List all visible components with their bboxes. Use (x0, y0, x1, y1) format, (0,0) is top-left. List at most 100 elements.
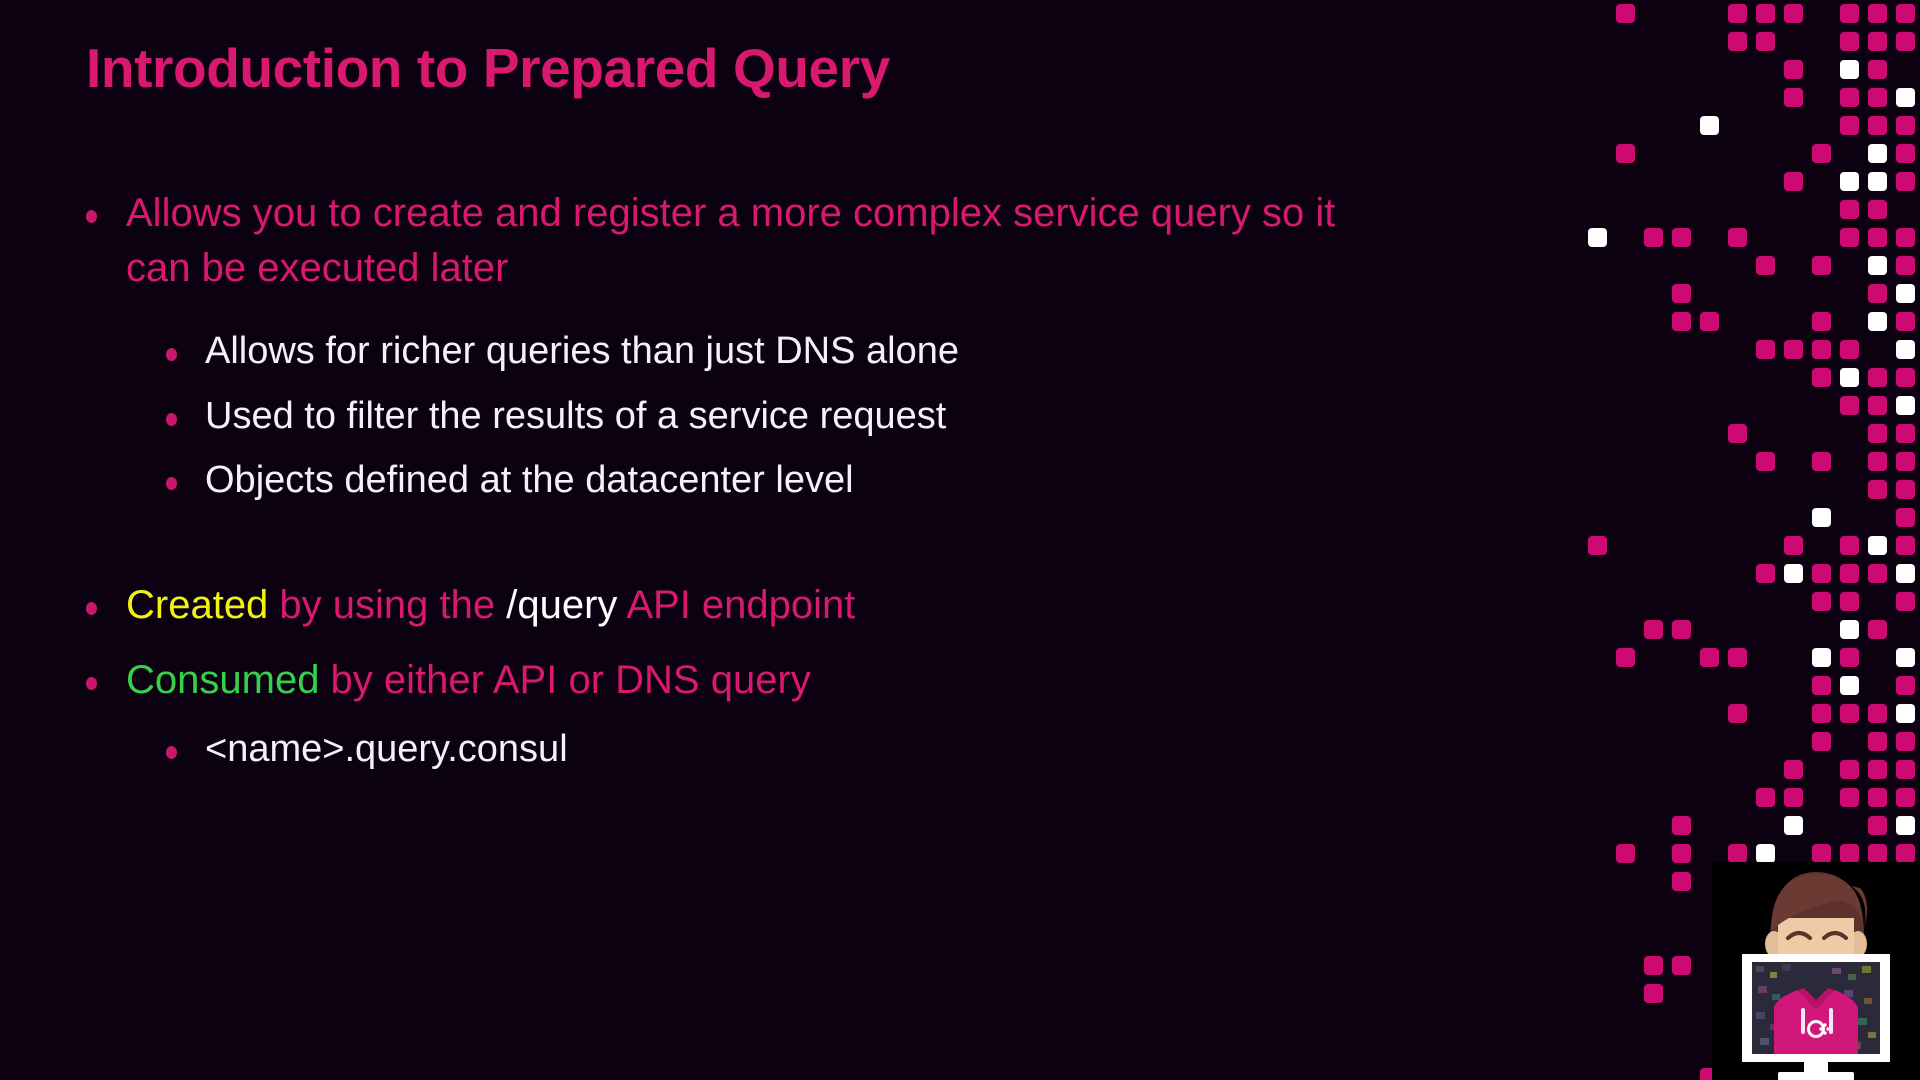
decoration-pixel (1756, 452, 1775, 471)
decoration-pixel (1840, 788, 1859, 807)
decoration-pixel (1868, 312, 1887, 331)
decoration-pixel (1840, 228, 1859, 247)
decoration-pixel (1868, 760, 1887, 779)
decoration-pixel (1784, 88, 1803, 107)
decoration-pixel (1700, 116, 1719, 135)
slide-title: Introduction to Prepared Query (86, 37, 890, 99)
decoration-pixel (1868, 480, 1887, 499)
decoration-pixel (1868, 172, 1887, 191)
decoration-pixel (1812, 676, 1831, 695)
decoration-pixel (1896, 312, 1915, 331)
bullet-marker-icon (166, 348, 177, 362)
decoration-pixel (1840, 88, 1859, 107)
sub-bullet-item: <name>.query.consul (166, 724, 1466, 775)
decoration-pixel (1840, 844, 1859, 863)
decoration-pixel (1840, 592, 1859, 611)
bullet-line: can be executed later (126, 246, 509, 291)
decoration-pixel (1672, 312, 1691, 331)
bullet-run-by: by using the (268, 582, 507, 627)
decoration-pixel (1812, 256, 1831, 275)
decoration-pixel (1896, 368, 1915, 387)
decoration-pixel (1896, 592, 1915, 611)
bullet-marker-icon (166, 746, 177, 760)
decoration-pixel (1840, 676, 1859, 695)
decoration-pixel (1896, 536, 1915, 555)
decoration-pixel (1700, 312, 1719, 331)
decoration-pixel (1896, 424, 1915, 443)
decoration-pixel (1868, 116, 1887, 135)
sub-bullet-text: Used to filter the results of a service … (205, 394, 947, 437)
spacer (86, 520, 1466, 578)
bullet-marker-icon (166, 412, 177, 426)
decoration-pixel (1672, 844, 1691, 863)
decoration-pixel (1728, 704, 1747, 723)
sub-bullet-text: <name>.query.consul (205, 728, 568, 771)
bullet-line: Allows you to create and register a more… (126, 191, 1336, 235)
bullet-run-created: Created (126, 582, 269, 627)
bullet-run-rest: by either API or DNS query (319, 658, 811, 703)
decoration-pixel (1812, 564, 1831, 583)
decoration-pixel (1896, 340, 1915, 359)
decoration-pixel (1896, 452, 1915, 471)
decoration-pixel (1784, 760, 1803, 779)
bullet-run-consumed: Consumed (126, 658, 320, 703)
bullet-marker-icon (86, 677, 97, 691)
decoration-pixel (1756, 788, 1775, 807)
decoration-pixel (1644, 228, 1663, 247)
decoration-pixel (1840, 620, 1859, 639)
decoration-pixel (1756, 340, 1775, 359)
decoration-pixel (1840, 704, 1859, 723)
bullet-item: Created by using the /query API endpoint (86, 578, 1466, 633)
decoration-pixel (1896, 480, 1915, 499)
decoration-pixel (1896, 564, 1915, 583)
decoration-pixel (1840, 116, 1859, 135)
decoration-pixel (1896, 844, 1915, 863)
decoration-pixel (1868, 368, 1887, 387)
decoration-pixel (1756, 844, 1775, 863)
decoration-pixel (1896, 228, 1915, 247)
monitor-stand-base (1778, 1072, 1854, 1080)
decoration-pixel (1896, 396, 1915, 415)
decoration-pixel (1868, 844, 1887, 863)
decoration-pixel (1840, 172, 1859, 191)
bullet-text: Consumed by either API or DNS query (126, 653, 811, 708)
sub-bullet-text: Allows for richer queries than just DNS … (205, 330, 960, 373)
decoration-pixel (1812, 508, 1831, 527)
monitor-stand-neck (1804, 1062, 1828, 1074)
decoration-pixel (1868, 144, 1887, 163)
decoration-pixel (1728, 228, 1747, 247)
decoration-pixel (1728, 648, 1747, 667)
decoration-pixel (1616, 648, 1635, 667)
decoration-pixel (1812, 144, 1831, 163)
decoration-pixel (1896, 704, 1915, 723)
decoration-pixel (1868, 60, 1887, 79)
decoration-pixel (1784, 172, 1803, 191)
decoration-pixel (1896, 788, 1915, 807)
decoration-pixel (1644, 956, 1663, 975)
decoration-pixel (1868, 620, 1887, 639)
decoration-pixel (1728, 424, 1747, 443)
bullet-marker-icon (166, 477, 177, 491)
decoration-pixel (1896, 116, 1915, 135)
decoration-pixel (1672, 620, 1691, 639)
consul-logo (1807, 1020, 1830, 1038)
decoration-pixel (1840, 60, 1859, 79)
decoration-pixel (1896, 676, 1915, 695)
decoration-pixel (1840, 32, 1859, 51)
sub-bullet-item: Used to filter the results of a service … (166, 391, 1466, 442)
decoration-pixel (1840, 564, 1859, 583)
decoration-pixel (1644, 620, 1663, 639)
decoration-pixel (1672, 956, 1691, 975)
decoration-pixel (1868, 88, 1887, 107)
decoration-pixel (1840, 368, 1859, 387)
decoration-pixel (1840, 4, 1859, 23)
sub-bullet-item: Allows for richer queries than just DNS … (166, 326, 1466, 377)
decoration-pixel (1812, 844, 1831, 863)
decoration-pixel (1756, 564, 1775, 583)
decoration-pixel (1700, 648, 1719, 667)
decoration-pixel (1840, 396, 1859, 415)
avatar-illustration (1712, 862, 1920, 1080)
presenter-avatar (1712, 862, 1920, 1080)
decoration-pixel (1812, 452, 1831, 471)
decoration-pixel (1868, 536, 1887, 555)
